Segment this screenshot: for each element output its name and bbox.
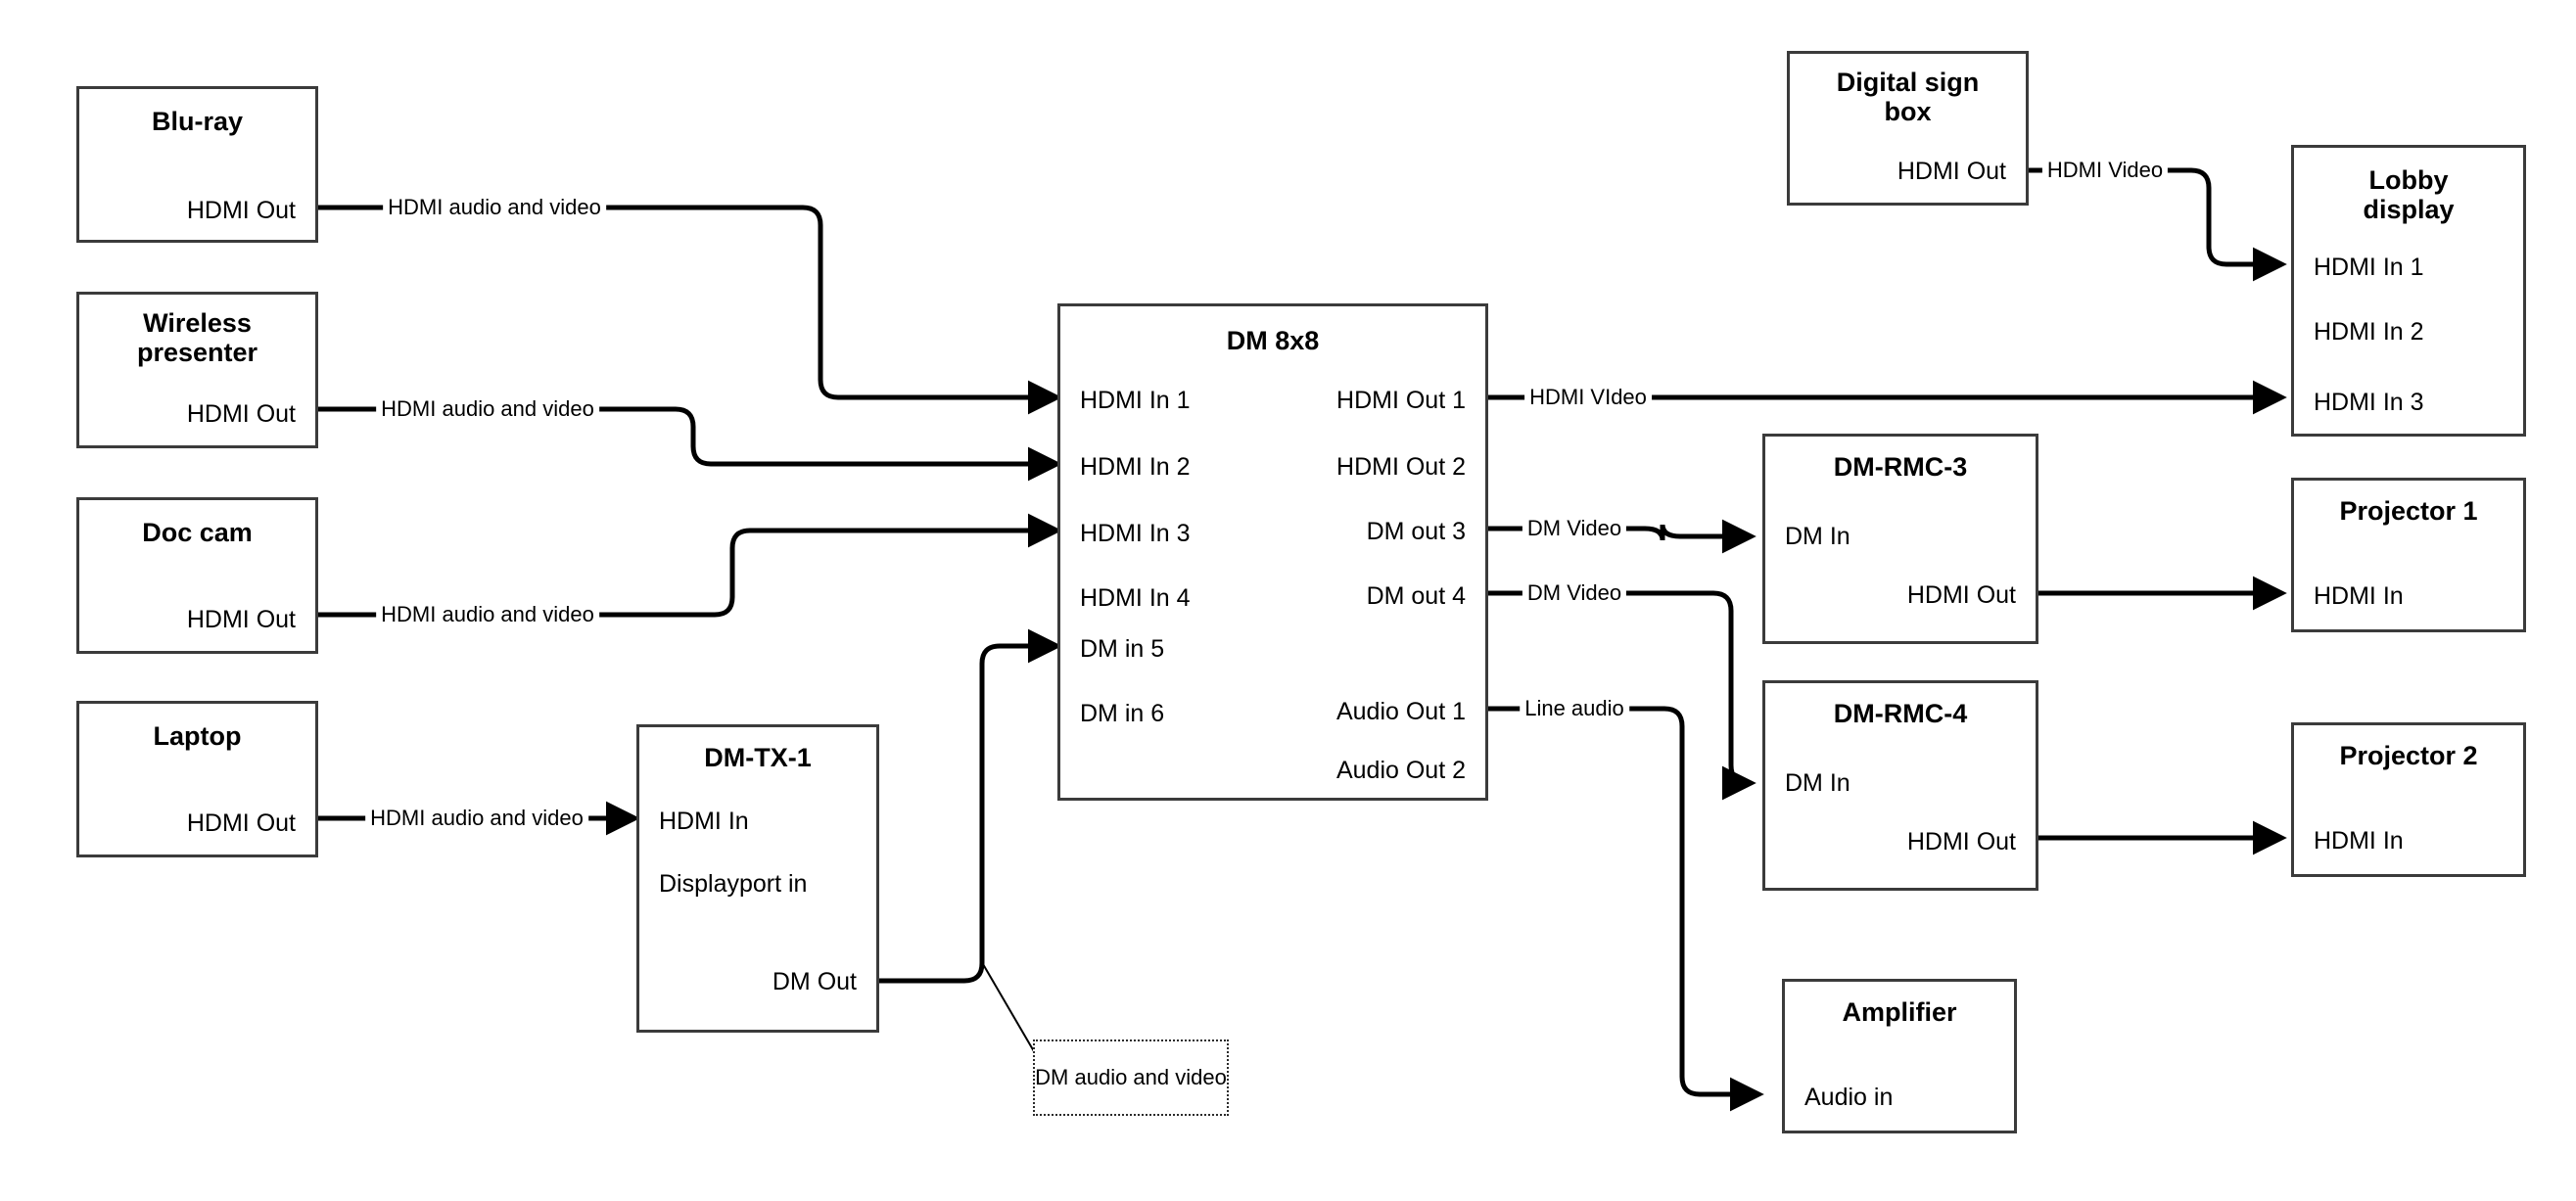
node-digital-sign-box-title: Digital sign box <box>1836 68 1980 127</box>
node-dm-8x8-port-dm-in-5[interactable]: DM in 5 <box>1080 635 1165 663</box>
leader-line-dm-audio-video <box>982 963 1039 1059</box>
node-dm-rmc-4[interactable]: DM-RMC-4 DM In HDMI Out <box>1762 680 2038 891</box>
node-doc-cam[interactable]: Doc cam HDMI Out <box>76 497 318 654</box>
node-lobby-display-port-hdmi-in-2[interactable]: HDMI In 2 <box>2314 318 2424 346</box>
node-amplifier-port-audio-in[interactable]: Audio in <box>1804 1084 1894 1111</box>
node-projector-1-title: Projector 1 <box>2339 496 2478 526</box>
wire-bluray-to-dm8x8-in1 <box>318 205 1062 415</box>
wire-dm8x8-out3-to-rmc3 <box>1488 519 1756 554</box>
wire-wireless-to-dm8x8-in2 <box>318 406 1062 482</box>
node-dm-tx-1-port-hdmi-in[interactable]: HDMI In <box>659 808 749 835</box>
edge-label-dm8x8-out1-to-lobby: HDMI VIdeo <box>1524 385 1652 410</box>
node-laptop-port-hdmi-out[interactable]: HDMI Out <box>186 809 296 837</box>
node-blu-ray[interactable]: Blu-ray HDMI Out <box>76 86 318 243</box>
edge-label-audioout1-to-amplifier: Line audio <box>1520 696 1629 721</box>
node-projector-2-title: Projector 2 <box>2339 741 2478 770</box>
node-projector-1-port-hdmi-in[interactable]: HDMI In <box>2314 582 2404 610</box>
wire-doccam-to-dm8x8-in3 <box>318 513 1062 618</box>
node-dm-rmc-4-title: DM-RMC-4 <box>1833 699 1968 728</box>
edge-label-doccam-to-dm8x8: HDMI audio and video <box>376 602 599 627</box>
node-dm-rmc-3-port-hdmi-out[interactable]: HDMI Out <box>1906 581 2016 609</box>
node-wireless-presenter-port-hdmi-out[interactable]: HDMI Out <box>186 400 296 428</box>
node-dm-8x8-port-audio-out-1[interactable]: Audio Out 1 <box>1335 698 1466 725</box>
node-dm-8x8-title: DM 8x8 <box>1226 326 1320 355</box>
node-digital-sign-box[interactable]: Digital sign box HDMI Out <box>1787 51 2029 206</box>
node-wireless-presenter-title: Wireless presenter <box>136 308 258 368</box>
wire-dmtx1-to-dm8x8-in5 <box>879 628 1062 984</box>
node-amplifier-title: Amplifier <box>1842 997 1957 1027</box>
node-projector-2-port-hdmi-in[interactable]: HDMI In <box>2314 827 2404 855</box>
node-dm-8x8-port-hdmi-in-1[interactable]: HDMI In 1 <box>1080 387 1191 414</box>
node-dm-8x8-port-dm-in-6[interactable]: DM in 6 <box>1080 700 1165 727</box>
node-lobby-display-port-hdmi-in-1[interactable]: HDMI In 1 <box>2314 254 2424 281</box>
node-laptop[interactable]: Laptop HDMI Out <box>76 701 318 857</box>
node-doc-cam-port-hdmi-out[interactable]: HDMI Out <box>186 606 296 633</box>
node-lobby-display-port-hdmi-in-3[interactable]: HDMI In 3 <box>2314 389 2424 416</box>
edge-label-dm8x8-out3-to-rmc3: DM Video <box>1522 516 1627 541</box>
node-dm-rmc-3-title: DM-RMC-3 <box>1833 452 1968 482</box>
node-dm-tx-1-port-displayport-in[interactable]: Displayport in <box>659 870 808 898</box>
node-blu-ray-port-hdmi-out[interactable]: HDMI Out <box>186 197 296 224</box>
node-dm-8x8-port-hdmi-out-2[interactable]: HDMI Out 2 <box>1336 453 1466 481</box>
node-dm-tx-1[interactable]: DM-TX-1 HDMI In Displayport in DM Out <box>636 724 879 1033</box>
node-lobby-display-title: Lobby display <box>2363 165 2455 225</box>
node-amplifier[interactable]: Amplifier Audio in <box>1782 979 2017 1133</box>
node-dm-8x8-port-hdmi-in-4[interactable]: HDMI In 4 <box>1080 584 1191 612</box>
node-blu-ray-title: Blu-ray <box>151 107 244 136</box>
node-dm-rmc-3-port-dm-in[interactable]: DM In <box>1785 523 1850 550</box>
wire-dm8x8-out4-to-rmc4 <box>1488 590 1756 801</box>
wire-dm8x8-audioout1-to-amplifier <box>1488 706 1764 1112</box>
node-dm-8x8-port-dm-out-3[interactable]: DM out 3 <box>1366 518 1466 545</box>
node-lobby-display[interactable]: Lobby display HDMI In 1 HDMI In 2 HDMI I… <box>2291 145 2526 437</box>
node-dm-8x8-port-hdmi-in-3[interactable]: HDMI In 3 <box>1080 520 1191 547</box>
node-dm-8x8-port-hdmi-in-2[interactable]: HDMI In 2 <box>1080 453 1191 481</box>
node-dm-rmc-4-port-hdmi-out[interactable]: HDMI Out <box>1906 828 2016 855</box>
edge-label-wireless-to-dm8x8: HDMI audio and video <box>376 396 599 422</box>
edge-label-bluray-to-dm8x8: HDMI audio and video <box>383 195 606 220</box>
node-digital-sign-box-port-hdmi-out[interactable]: HDMI Out <box>1897 158 2006 185</box>
node-wireless-presenter[interactable]: Wireless presenter HDMI Out <box>76 292 318 448</box>
callout-dm-audio-and-video: DM audio and video <box>1033 1039 1229 1116</box>
edge-label-dm8x8-out4-to-rmc4: DM Video <box>1522 580 1627 606</box>
wire-digitalsign-to-lobby-in1 <box>2015 167 2287 282</box>
edge-label-laptop-to-dmtx1: HDMI audio and video <box>365 806 588 831</box>
node-dm-8x8[interactable]: DM 8x8 HDMI In 1 HDMI In 2 HDMI In 3 HDM… <box>1057 303 1488 801</box>
node-dm-8x8-port-dm-out-4[interactable]: DM out 4 <box>1366 582 1466 610</box>
node-projector-2[interactable]: Projector 2 HDMI In <box>2291 722 2526 877</box>
node-projector-1[interactable]: Projector 1 HDMI In <box>2291 478 2526 632</box>
node-laptop-title: Laptop <box>153 721 242 751</box>
node-dm-tx-1-port-dm-out[interactable]: DM Out <box>772 968 857 995</box>
edge-label-digitalsign-to-lobby: HDMI Video <box>2041 158 2169 183</box>
node-dm-8x8-port-audio-out-2[interactable]: Audio Out 2 <box>1335 757 1466 784</box>
node-dm-tx-1-title: DM-TX-1 <box>704 743 812 772</box>
node-dm-rmc-3[interactable]: DM-RMC-3 DM In HDMI Out <box>1762 434 2038 644</box>
node-doc-cam-title: Doc cam <box>142 518 253 547</box>
node-dm-rmc-4-port-dm-in[interactable]: DM In <box>1785 769 1850 797</box>
node-dm-8x8-port-hdmi-out-1[interactable]: HDMI Out 1 <box>1336 387 1466 414</box>
